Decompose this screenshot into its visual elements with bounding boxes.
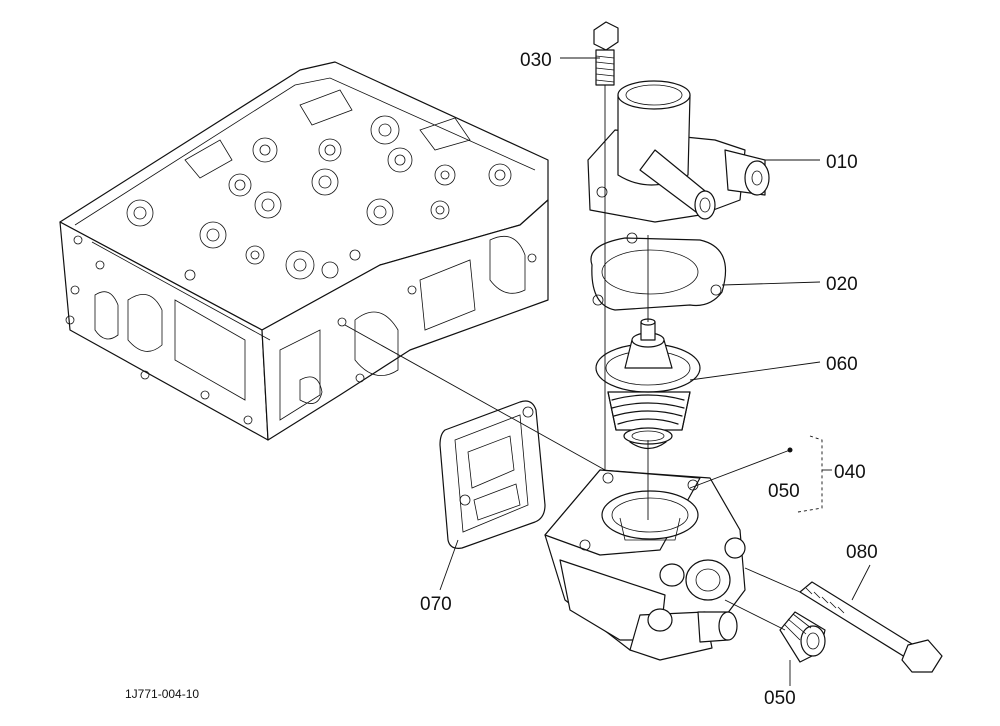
bolt-080: [799, 581, 943, 673]
bolt-030: [593, 21, 619, 86]
cylinder-head: [59, 61, 549, 441]
plug-050: [779, 611, 826, 663]
callout-080: 080: [846, 542, 878, 563]
thermostat-060: [595, 318, 701, 450]
figure-code: 1J771-004-10: [125, 687, 199, 701]
callout-010: 010: [826, 152, 858, 173]
assembly-lines: [344, 85, 801, 631]
callout-060: 060: [826, 354, 858, 375]
thermostat-housing: [544, 469, 746, 661]
gasket-020: [590, 232, 727, 311]
callout-leaders: [439, 57, 871, 686]
callout-040: 040: [834, 462, 866, 483]
callout-030: 030: [520, 50, 552, 71]
water-flange-010: [587, 80, 770, 223]
callout-070: 070: [420, 594, 452, 615]
callout-020: 020: [826, 274, 858, 295]
callout-050-kit: 050: [768, 481, 800, 502]
callout-050-plug: 050: [764, 688, 796, 709]
gasket-070: [439, 400, 546, 549]
